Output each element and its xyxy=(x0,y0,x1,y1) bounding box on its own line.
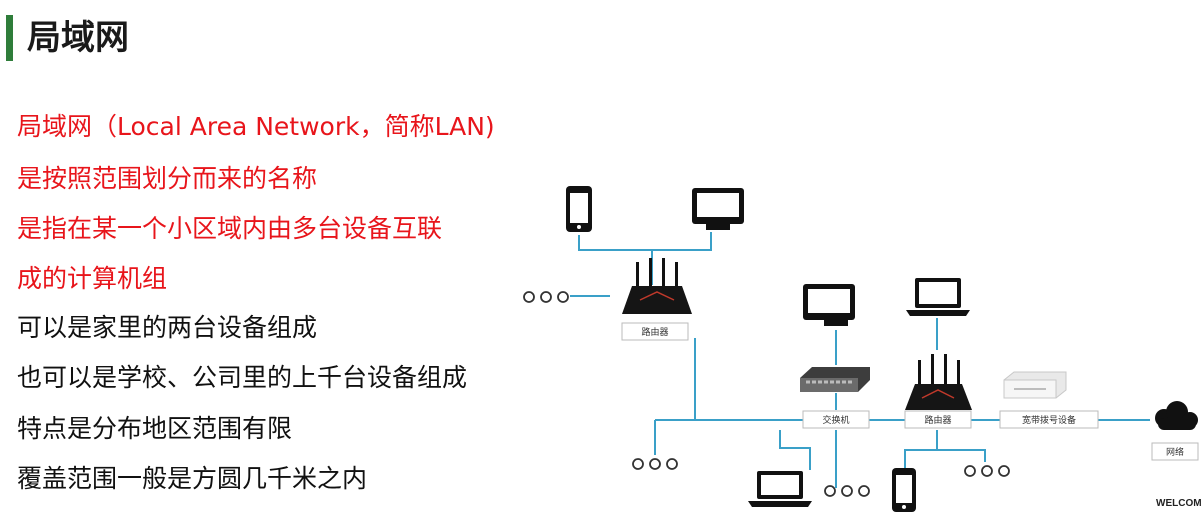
connection-lines xyxy=(570,232,1150,488)
title-accent-bar xyxy=(6,15,13,61)
monitor-icon xyxy=(692,188,744,230)
description-line: 是按照范围划分而来的名称 xyxy=(17,164,318,193)
more-devices-icon xyxy=(523,291,569,303)
wifi-router-icon xyxy=(905,354,972,410)
wifi-router-icon xyxy=(622,258,692,314)
welcome-watermark: WELCOME xyxy=(1156,498,1202,509)
description-line: 也可以是学校、公司里的上千台设备组成 xyxy=(17,363,468,392)
internet-label-box xyxy=(1151,442,1199,461)
description-line: 特点是分布地区范围有限 xyxy=(17,414,293,443)
more-devices-icon xyxy=(964,465,1010,477)
router-top-label: 路由器 xyxy=(641,326,668,338)
more-devices-icon xyxy=(632,458,678,470)
network-switch-icon xyxy=(800,367,870,392)
description-line: 是指在某一个小区域内由多台设备互联 xyxy=(17,214,443,243)
page-title: 局域网 xyxy=(27,18,129,58)
laptop-icon xyxy=(906,278,970,316)
smartphone-icon xyxy=(892,468,916,512)
monitor-icon xyxy=(803,284,855,326)
laptop-icon xyxy=(748,471,812,507)
more-devices-icon xyxy=(824,485,870,497)
router-top-label-box xyxy=(621,322,689,341)
switch-label: 交换机 xyxy=(822,414,849,426)
description-line: 可以是家里的两台设备组成 xyxy=(17,313,318,342)
cloud-icon xyxy=(1155,401,1198,430)
description-line: 覆盖范围一般是方圆几千米之内 xyxy=(17,464,368,493)
router-main-label: 路由器 xyxy=(924,414,951,426)
router-main-label-box xyxy=(904,410,972,429)
description-line: 局域网（Local Area Network，简称LAN) xyxy=(17,112,495,141)
internet-label: 网络 xyxy=(1166,446,1184,458)
description-line: 成的计算机组 xyxy=(17,264,168,293)
modem-label: 宽带拨号设备 xyxy=(1022,414,1076,426)
modem-label-box xyxy=(999,410,1099,429)
smartphone-icon xyxy=(566,186,592,232)
modem-icon xyxy=(1003,371,1067,399)
switch-label-box xyxy=(802,410,870,429)
